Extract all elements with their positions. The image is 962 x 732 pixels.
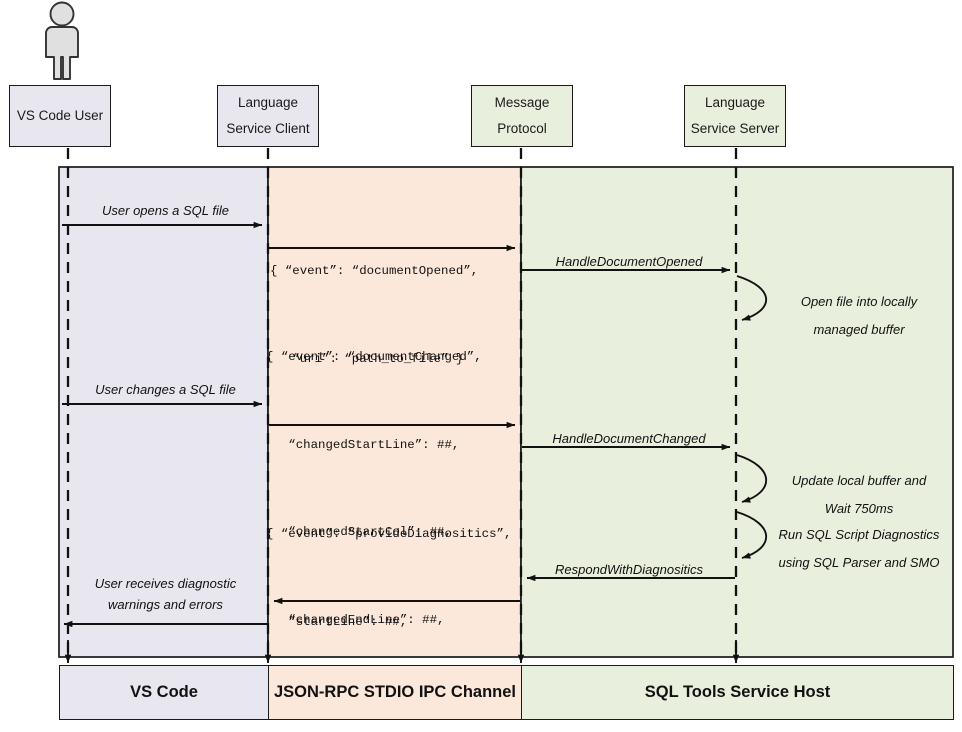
participant-language-service-client-line1: Language: [237, 95, 299, 111]
note-update-buffer: Update local buffer and Wait 750ms: [766, 467, 952, 523]
note-run-diagnostics-line2: using SQL Parser and SMO: [778, 554, 940, 570]
note-update-buffer-line2: Wait 750ms: [824, 500, 894, 516]
payload-document-opened: { “event”: “documentOpened”, “uri”: “pat…: [270, 199, 478, 432]
lane-footer-vs-code-label: VS Code: [130, 683, 198, 701]
label-user-changes-sql-file: User changes a SQL file: [63, 379, 268, 400]
label-user-opens-sql-file-line1: User opens a SQL file: [102, 203, 229, 218]
self-loop-run-diagnostics: [736, 511, 768, 559]
participant-language-service-client-line2: Service Client: [226, 121, 310, 136]
note-open-file-line2: managed buffer: [813, 321, 905, 337]
payload-document-changed-line-1: “changedStartLine”: ##,: [266, 437, 460, 452]
self-loop-open-file: [736, 275, 768, 321]
lane-band-host: [520, 166, 954, 658]
stick-figure-actor: [45, 1, 79, 80]
payload-document-changed-line-2: “changedStartCol”: ##,: [266, 525, 452, 540]
participant-vscode-user-label: VS Code User: [16, 108, 104, 124]
lane-footer-vs-code[interactable]: VS Code: [59, 665, 269, 720]
lane-footer-sql-tools-service-host[interactable]: SQL Tools Service Host: [521, 665, 954, 720]
label-user-receives-diagnostics: User receives diagnostic warnings and er…: [63, 573, 268, 615]
lane-band-vscode: [58, 166, 269, 658]
lane-footer-json-rpc-stdio-ipc-channel[interactable]: JSON-RPC STDIO IPC Channel: [268, 665, 522, 720]
label-handle-document-changed-line1: HandleDocumentChanged: [552, 431, 706, 446]
participant-language-service-server-line1: Language: [704, 95, 766, 111]
label-handle-document-opened: HandleDocumentOpened: [524, 251, 734, 272]
participant-message-protocol[interactable]: Message Protocol: [471, 85, 573, 147]
note-update-buffer-line1: Update local buffer and: [791, 473, 927, 488]
label-user-receives-diagnostics-line1: User receives diagnostic: [94, 576, 237, 591]
payload-provide-diagnositics-line-0: { “event”: “provideDiagnositics”,: [266, 527, 512, 542]
participant-message-protocol-line1: Message: [494, 95, 550, 111]
lane-footer-json-rpc-stdio-ipc-channel-label: JSON-RPC STDIO IPC Channel: [273, 683, 517, 701]
note-open-file: Open file into locally managed buffer: [766, 288, 952, 344]
label-user-opens-sql-file: User opens a SQL file: [63, 200, 268, 221]
label-user-changes-sql-file-line1: User changes a SQL file: [95, 382, 236, 397]
payload-document-opened-line-1: “uri”: “path_to_file” }: [270, 351, 464, 366]
payload-document-opened-line-0: { “event”: “documentOpened”,: [270, 264, 479, 279]
note-run-diagnostics-line1: Run SQL Script Diagnostics: [778, 527, 940, 542]
participant-language-service-client[interactable]: Language Service Client: [217, 85, 319, 147]
label-respond-with-diagnositics-line1: RespondWithDiagnositics: [554, 562, 703, 577]
payload-provide-diagnositics-line-1: “startLine”: ##,: [266, 614, 408, 629]
lane-footer-sql-tools-service-host-label: SQL Tools Service Host: [644, 683, 831, 701]
label-respond-with-diagnositics: RespondWithDiagnositics: [524, 559, 734, 580]
participant-vscode-user[interactable]: VS Code User: [9, 85, 111, 147]
note-run-diagnostics: Run SQL Script Diagnostics using SQL Par…: [766, 521, 952, 577]
participant-language-service-server[interactable]: Language Service Server: [684, 85, 786, 147]
note-open-file-line1: Open file into locally: [800, 294, 918, 309]
label-handle-document-changed: HandleDocumentChanged: [524, 428, 734, 449]
payload-document-changed-line-0: { “event”: “documentChanged”,: [266, 350, 482, 365]
participant-message-protocol-line2: Protocol: [497, 121, 547, 136]
label-handle-document-opened-line1: HandleDocumentOpened: [555, 254, 703, 269]
label-user-receives-diagnostics-line2: warnings and errors: [108, 597, 223, 613]
self-loop-update-buffer: [736, 454, 768, 503]
participant-language-service-server-line2: Service Server: [690, 121, 780, 136]
payload-document-changed-line-3: “changedEndLine”: ##,: [266, 612, 445, 627]
